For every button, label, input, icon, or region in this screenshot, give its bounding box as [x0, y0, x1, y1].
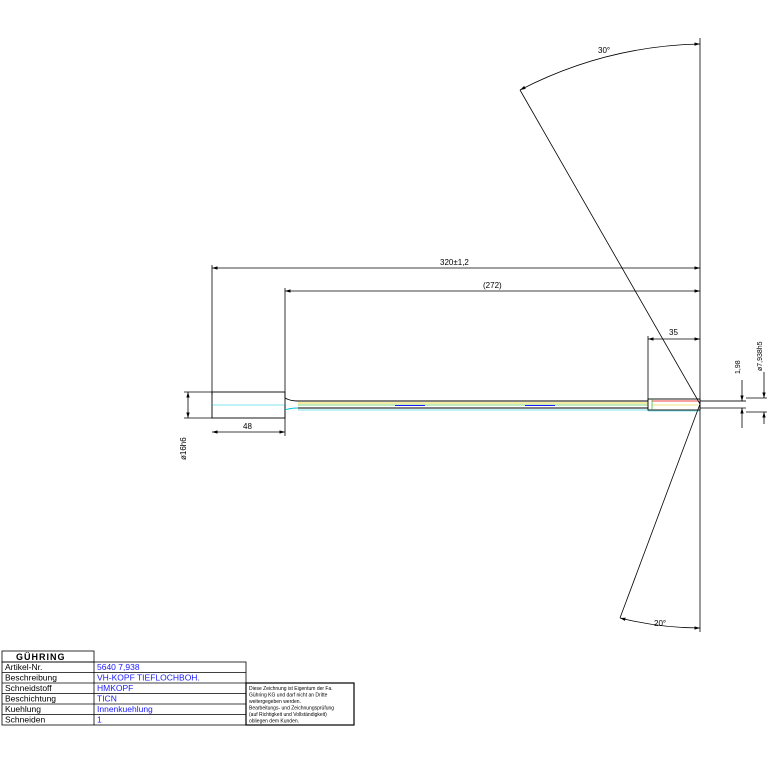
dimension-reference-length — [284, 288, 700, 398]
row-label-beschichtung: Beschichtung — [5, 694, 56, 704]
dimension-offset — [700, 380, 746, 428]
row-value-artikel: 5640 7,938 — [97, 662, 140, 672]
angle-bottom-label: 20° — [654, 619, 666, 628]
tool-head — [647, 398, 701, 411]
title-block-logo: GÜHRING — [16, 652, 66, 662]
row-label-artikel: Artikel-Nr. — [5, 662, 42, 672]
title-block-notice: Diese Zeichnung ist Eigentum der Fa. Güh… — [249, 686, 334, 725]
title-block — [1, 650, 355, 726]
dimension-shank-diameter — [184, 391, 212, 419]
dimension-shank-length — [212, 405, 286, 436]
row-label-beschreibung: Beschreibung — [5, 673, 57, 683]
row-value-beschichtung: TICN — [97, 694, 117, 704]
row-label-schneidstoff: Schneidstoff — [5, 683, 52, 693]
overall-length-label: 320±1,2 — [440, 258, 469, 267]
row-value-schneiden: 1 — [97, 715, 102, 725]
notice-line: (auf Richtigkeit und Vollständigkeit) — [249, 712, 327, 718]
angle-top-label: 30° — [598, 46, 610, 55]
notice-line: Gühring KG und darf nicht an Dritte — [249, 693, 328, 699]
shank-length-label: 48 — [243, 422, 252, 431]
notice-line: Diese Zeichnung ist Eigentum der Fa. — [249, 686, 333, 692]
dimension-head-diameter — [746, 372, 767, 424]
notice-line: obliegen dem Kunden. — [249, 719, 299, 725]
row-label-kuehlung: Kuehlung — [5, 704, 41, 714]
row-value-beschreibung: VH-KOPF TIEFLOCHBOH. — [97, 673, 200, 683]
head-diameter-label: ø7,938h5 — [757, 341, 764, 371]
row-label-schneiden: Schneiden — [5, 715, 45, 725]
dimension-overall-length — [211, 265, 700, 395]
notice-line: weitergegeben werden. — [249, 699, 301, 705]
row-value-kuehlung: Innenkuehlung — [97, 704, 153, 714]
reference-length-label: (272) — [483, 281, 502, 290]
notice-line: Bearbeitungs- und Zeichnungsprüfung — [249, 706, 334, 712]
angle-lines — [519, 38, 701, 632]
title-block-rows: Artikel-Nr. 5640 7,938 Beschreibung VH-K… — [5, 662, 200, 725]
offset-label: 1,98 — [735, 360, 742, 374]
shank-diameter-label: ø16h6 — [179, 437, 188, 460]
head-length-label: 35 — [669, 328, 678, 337]
row-value-schneidstoff: HMKOPF — [97, 683, 133, 693]
tool-body — [211, 391, 746, 419]
dimension-head-length — [647, 336, 700, 400]
